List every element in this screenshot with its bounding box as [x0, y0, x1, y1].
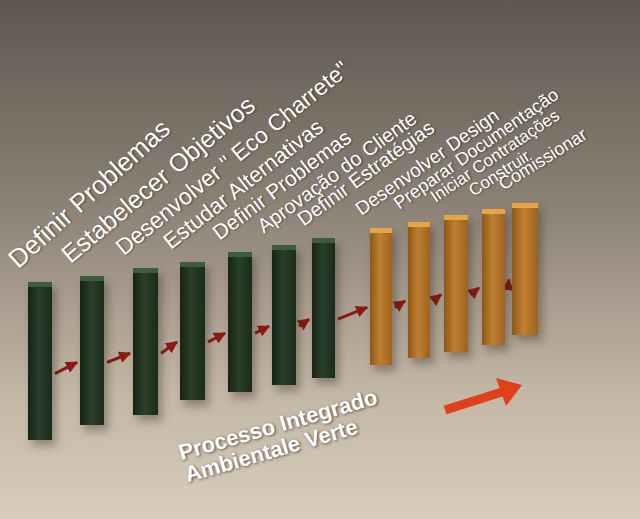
- process-pillar: Iniciar Contratações: [444, 215, 468, 352]
- flow-arrow: [55, 362, 77, 373]
- process-pillar: Desenvolver " Eco Charrete": [133, 268, 158, 415]
- flow-arrow: [208, 333, 225, 342]
- direction-arrow-head: [496, 378, 522, 406]
- process-pillar: Definir Problemas: [28, 282, 52, 440]
- process-pillar: Preparar Documentação: [408, 222, 430, 358]
- process-pillar: Definir Estratégias: [312, 238, 335, 378]
- flow-arrow: [395, 301, 405, 308]
- process-pillar: Construir: [482, 209, 505, 345]
- process-pillar: Aprovação do Cliente: [272, 245, 296, 385]
- flow-arrow: [299, 319, 309, 326]
- process-pillar: Desenvolver Design: [370, 228, 392, 365]
- direction-arrow-shaft: [445, 392, 502, 410]
- process-pillar: Estabelecer Objetivos: [80, 276, 104, 425]
- process-pillar: Definir Problemas: [228, 252, 252, 392]
- flow-arrow: [338, 307, 367, 319]
- process-pillar: Comissionar: [512, 203, 538, 335]
- flow-arrow: [433, 294, 441, 300]
- flow-arrow: [508, 280, 509, 288]
- flow-arrow: [471, 288, 479, 295]
- process-pillar: Estudar Alternativas: [180, 262, 205, 400]
- flow-arrow: [161, 342, 177, 353]
- flow-arrow: [107, 353, 130, 362]
- diagram-title: Processo Integrado Ambientale Verte: [176, 373, 429, 486]
- flow-arrow: [255, 326, 269, 333]
